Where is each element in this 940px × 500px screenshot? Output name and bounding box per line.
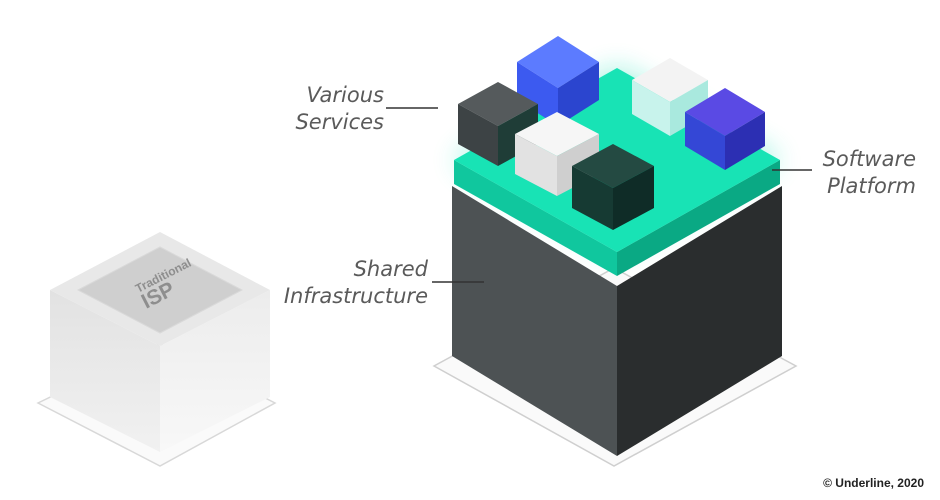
service-cube-dark-front [572, 144, 654, 230]
traditional-isp-block: Traditional ISP [36, 232, 277, 467]
service-cube-blue [517, 36, 599, 126]
service-cube-purple [685, 88, 765, 170]
traditional-top-inset [76, 246, 244, 334]
software-platform-right-face [617, 160, 780, 276]
shared-infrastructure-line-2: Infrastructure [283, 284, 428, 308]
shared-infrastructure-line-1: Shared [353, 257, 428, 281]
service-cube-white [632, 58, 708, 136]
traditional-right-face [160, 290, 270, 452]
various-services-line-2: Services [295, 110, 384, 134]
infrastructure-left-face [452, 186, 617, 456]
various-services-line-1: Various [306, 83, 384, 107]
infrastructure-right-face [617, 186, 782, 456]
software-platform-line-2: Platform [827, 174, 916, 198]
service-cube-light [515, 112, 599, 196]
copyright-notice: © Underline, 2020 [823, 476, 924, 490]
shared-infrastructure-label: Shared Infrastructure [276, 256, 428, 310]
various-services-label: Various Services [280, 82, 384, 136]
software-platform-label: Software Platform [806, 146, 916, 200]
platform-stack [432, 36, 798, 467]
traditional-left-face [50, 290, 160, 452]
software-platform-line-1: Software [822, 147, 916, 171]
software-platform-left-face [454, 160, 617, 276]
